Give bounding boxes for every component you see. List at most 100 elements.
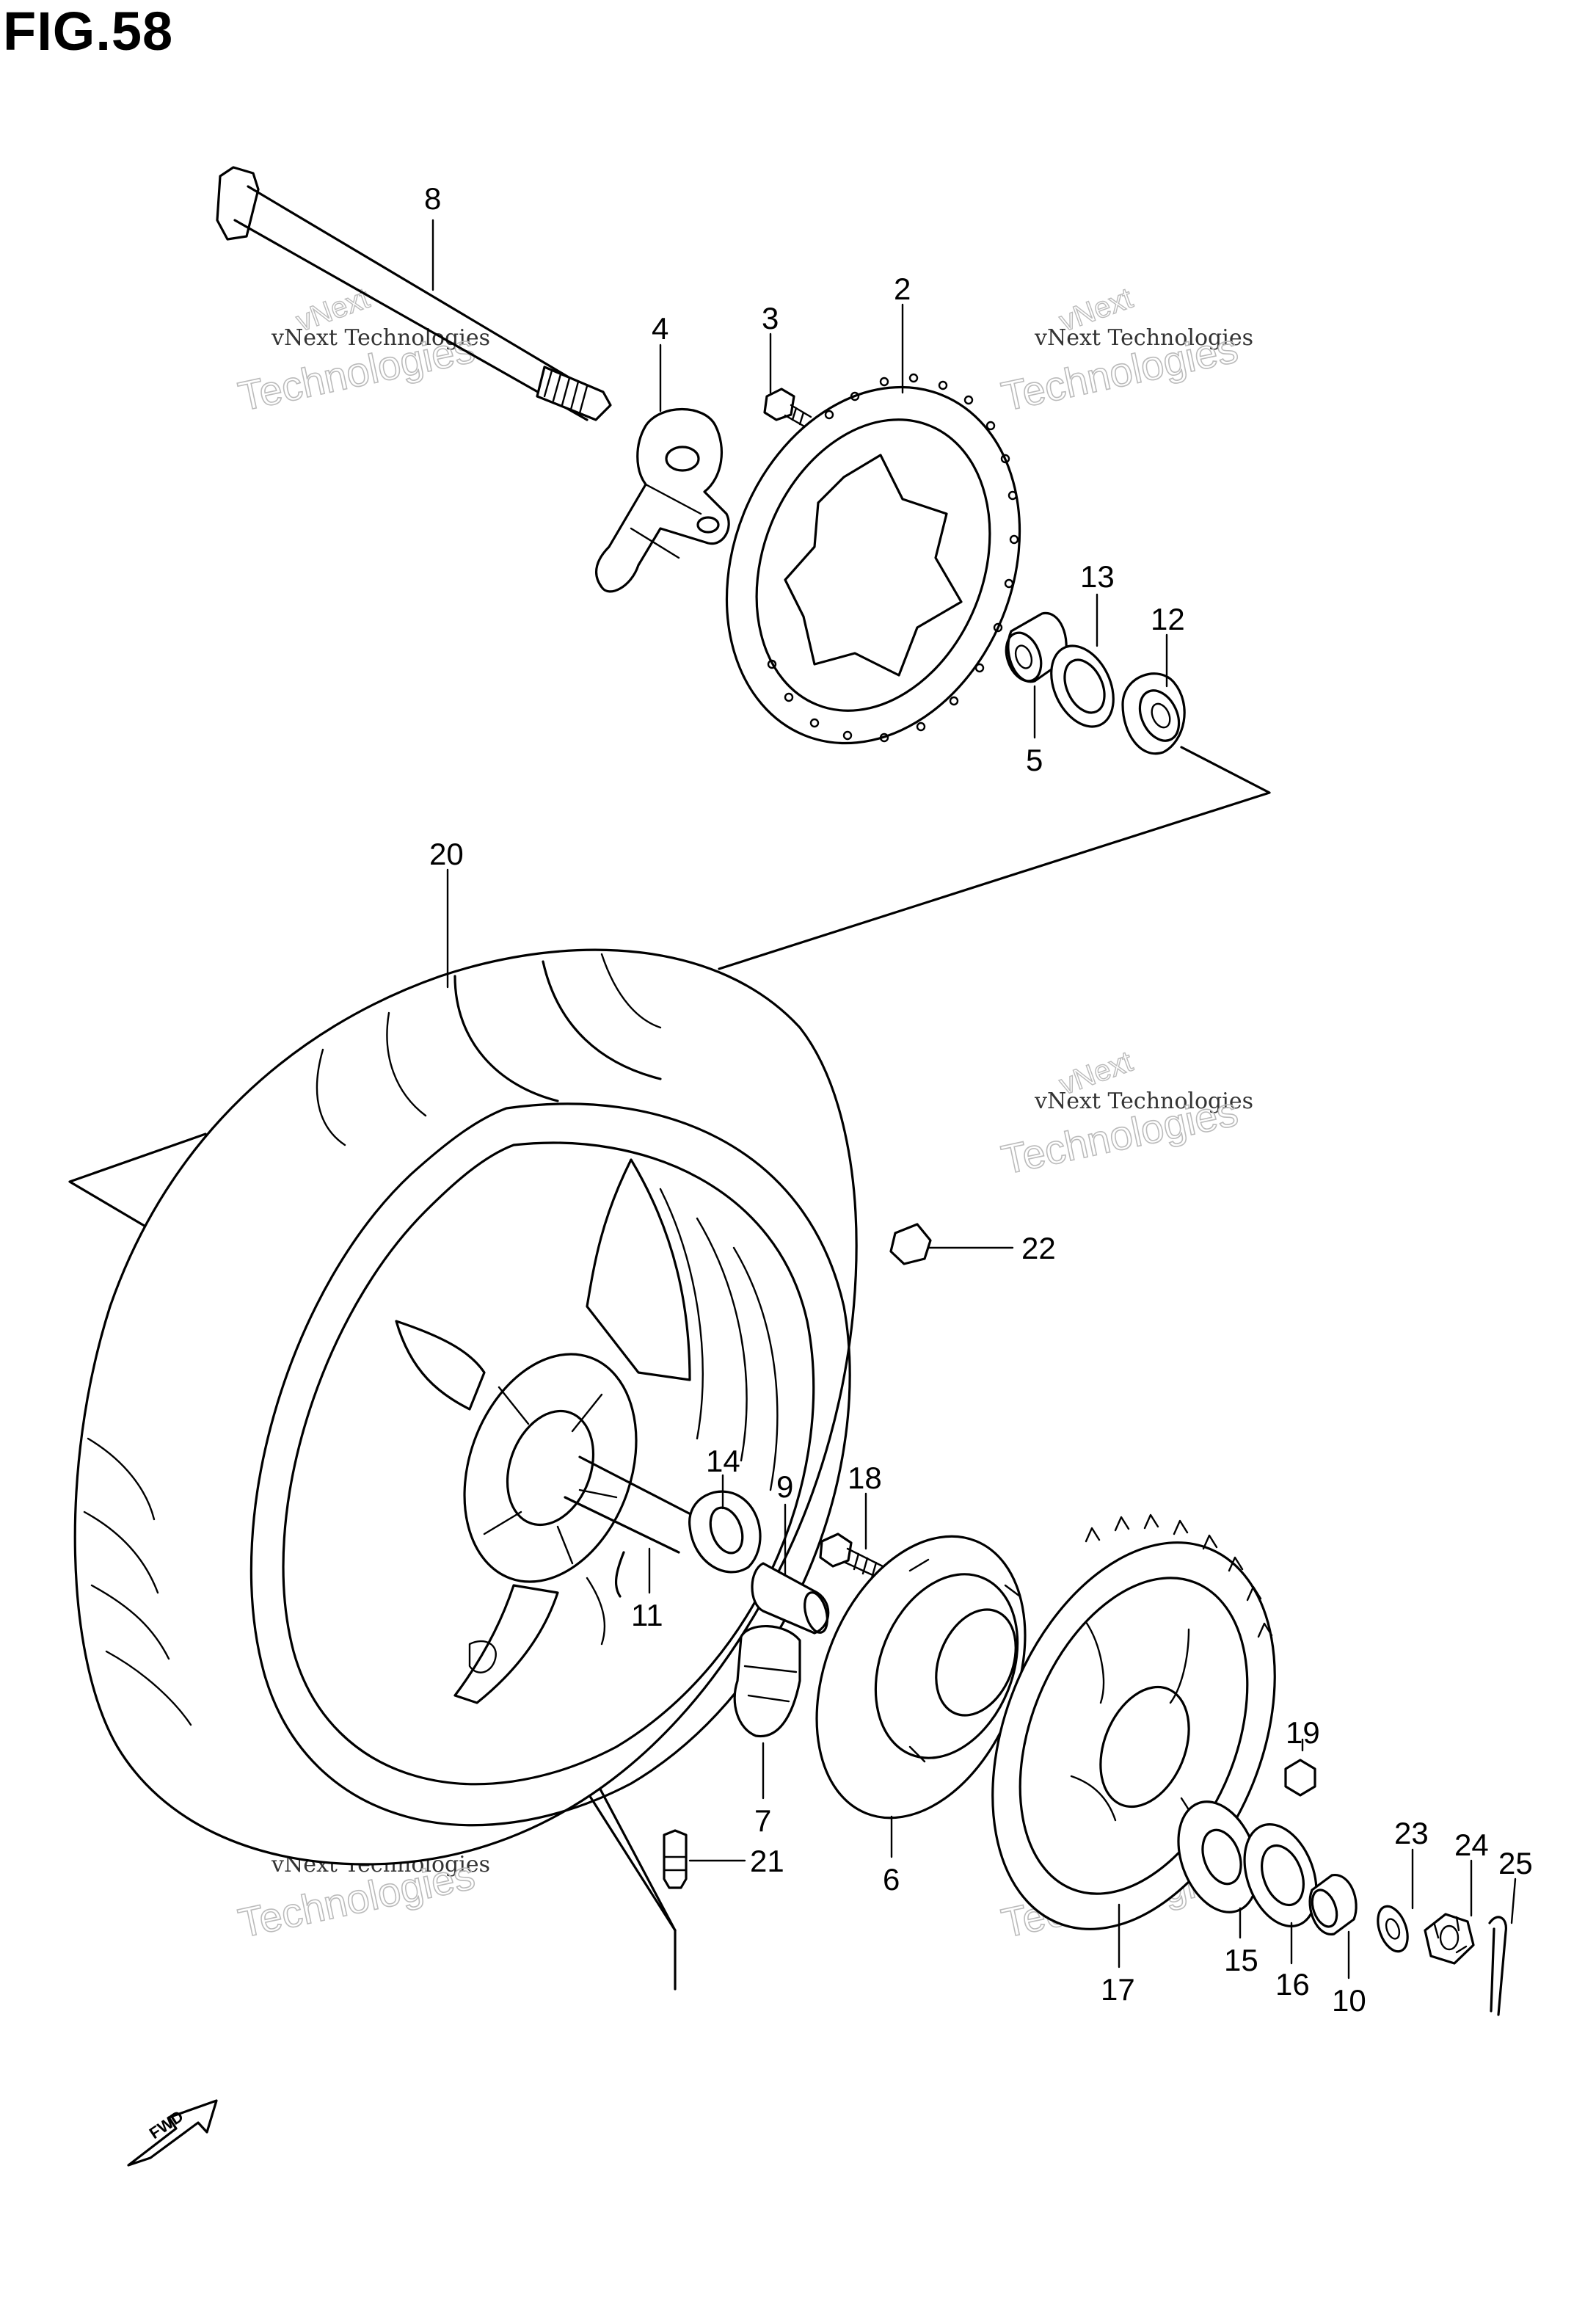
assembly-line-tire-left: [68, 1133, 207, 1229]
wheel-axle-bore: [564, 1455, 695, 1554]
sprocket-drum-studs: [908, 1558, 1021, 1763]
valve-stem-rings: [663, 1855, 688, 1872]
spacer-body: [751, 1562, 830, 1635]
callout-25: 25: [1498, 1846, 1533, 1880]
oil-seal-16-inner: [1261, 1844, 1305, 1907]
wheel-hub-ribs: [483, 1386, 618, 1565]
watermark-top-right: vNext vNext Technologies Technologies: [997, 281, 1253, 420]
bearing-15-bore: [1201, 1828, 1242, 1886]
cushion-ribs: [743, 1665, 798, 1703]
callout-10: 10: [1332, 1983, 1366, 2018]
wheel-hub-inner: [506, 1409, 595, 1527]
brake-disc-carrier: [784, 454, 963, 677]
wheel-hub-detail: [586, 1577, 606, 1646]
callout-5: 5: [1026, 743, 1043, 777]
callout-19: 19: [1286, 1715, 1320, 1750]
wheel-spoke-left: [395, 1320, 486, 1411]
callout-4: 4: [652, 311, 668, 346]
part-brake-disc: [725, 373, 1021, 745]
spacer-10-face: [1311, 1889, 1338, 1928]
callout-22: 22: [1021, 1231, 1056, 1265]
cushion-body: [733, 1624, 801, 1738]
bearing-body: [1121, 672, 1186, 755]
brake-disc-drill-holes: [767, 373, 1019, 743]
tire-sidewall-tread: [83, 1437, 192, 1726]
sprocket-inner-ring: [1019, 1577, 1249, 1895]
sprocket-drum-bore: [935, 1608, 1017, 1717]
axle-thread-end: [536, 366, 612, 421]
sprocket-teeth: [1085, 1513, 1273, 1638]
callout-7: 7: [754, 1803, 771, 1838]
callout-8: 8: [424, 181, 441, 216]
fwd-arrow-icon: FWD: [127, 2099, 218, 2167]
callout-24: 24: [1454, 1828, 1489, 1862]
disc-bolt-head: [763, 388, 795, 421]
tire-tread-marks: [316, 953, 662, 1146]
watermark-text: vNext Technologies: [1034, 1088, 1253, 1114]
axle-shaft: [233, 185, 597, 421]
part-tire-valve-21: [663, 1829, 688, 1889]
part-hub-11: [615, 1551, 625, 1598]
castle-nut-body: [1424, 1913, 1475, 1965]
brake-disc-outer: [725, 385, 1021, 745]
part-bearing-12: [1121, 672, 1186, 755]
sprocket-drum-hub: [874, 1573, 1019, 1759]
part-disc-bolt: [763, 388, 812, 429]
washer-bore: [1385, 1918, 1401, 1940]
fwd-arrow-shape: [127, 2099, 218, 2167]
watermark-top-left: vNext vNext Technologies Technologies: [234, 281, 490, 420]
watermark-text: vNext Technologies: [1034, 325, 1253, 351]
bearing-bore: [1151, 702, 1171, 729]
collar-bore: [1014, 644, 1033, 669]
sprocket-spokes: [1070, 1621, 1205, 1858]
wheel-spoke-upper: [586, 1158, 691, 1381]
part-washer-23: [1377, 1905, 1409, 1953]
part-spacer-10: [1308, 1874, 1358, 1935]
hub-11-detail: [615, 1551, 625, 1598]
callout-15: 15: [1224, 1943, 1258, 1977]
callout-3: 3: [762, 301, 779, 335]
rim-inner: [282, 1141, 815, 1786]
assembly-line-bearing-to-wheel: [718, 746, 1271, 970]
callout-13: 13: [1080, 559, 1115, 594]
callout-20: 20: [429, 837, 464, 871]
spacer-end: [804, 1591, 828, 1634]
callout-14: 14: [706, 1444, 740, 1478]
part-axle: [216, 166, 612, 421]
part-bolt-18: [819, 1533, 886, 1579]
wheel-valve-hole: [468, 1640, 497, 1673]
callout-21: 21: [750, 1844, 784, 1878]
callout-9: 9: [776, 1469, 793, 1504]
castle-nut-bore: [1439, 1924, 1460, 1951]
tire-tread-groove: [453, 960, 662, 1102]
axle-threads: [543, 369, 589, 415]
callout-18: 18: [848, 1461, 882, 1495]
callout-16: 16: [1275, 1967, 1310, 2002]
brake-disc-inner-ring: [755, 418, 991, 712]
part-cotter-pin-25: [1488, 1916, 1507, 2016]
caliper-bracket-hole-small: [696, 516, 720, 534]
cotter-pin-body: [1488, 1916, 1507, 2016]
sprocket-center-bore: [1099, 1685, 1190, 1808]
callout-11: 11: [631, 1598, 663, 1632]
nut-19-body: [1284, 1759, 1316, 1797]
part-nut-19: [1284, 1759, 1316, 1797]
callout-2: 2: [894, 272, 911, 306]
part-caliper-bracket: [594, 407, 730, 593]
bolt-18-head: [819, 1533, 853, 1568]
part-oil-seal-13: [1050, 644, 1115, 728]
callout-23: 23: [1394, 1816, 1429, 1850]
oil-seal-inner: [1063, 658, 1106, 714]
wheel-hub: [463, 1353, 638, 1583]
valve-stem: [663, 1829, 688, 1889]
caliper-bracket-hole: [665, 446, 700, 472]
part-wheel-and-tire: [73, 948, 858, 1866]
bearing-face: [1138, 689, 1181, 742]
leader-lines: [431, 219, 1517, 1980]
rim-outer: [249, 1102, 851, 1827]
part-oil-seal-16: [1243, 1823, 1318, 1927]
disc-bolt-thread: [784, 404, 812, 429]
watermark-text: vNext Technologies: [271, 325, 490, 351]
axle-head: [216, 166, 260, 241]
